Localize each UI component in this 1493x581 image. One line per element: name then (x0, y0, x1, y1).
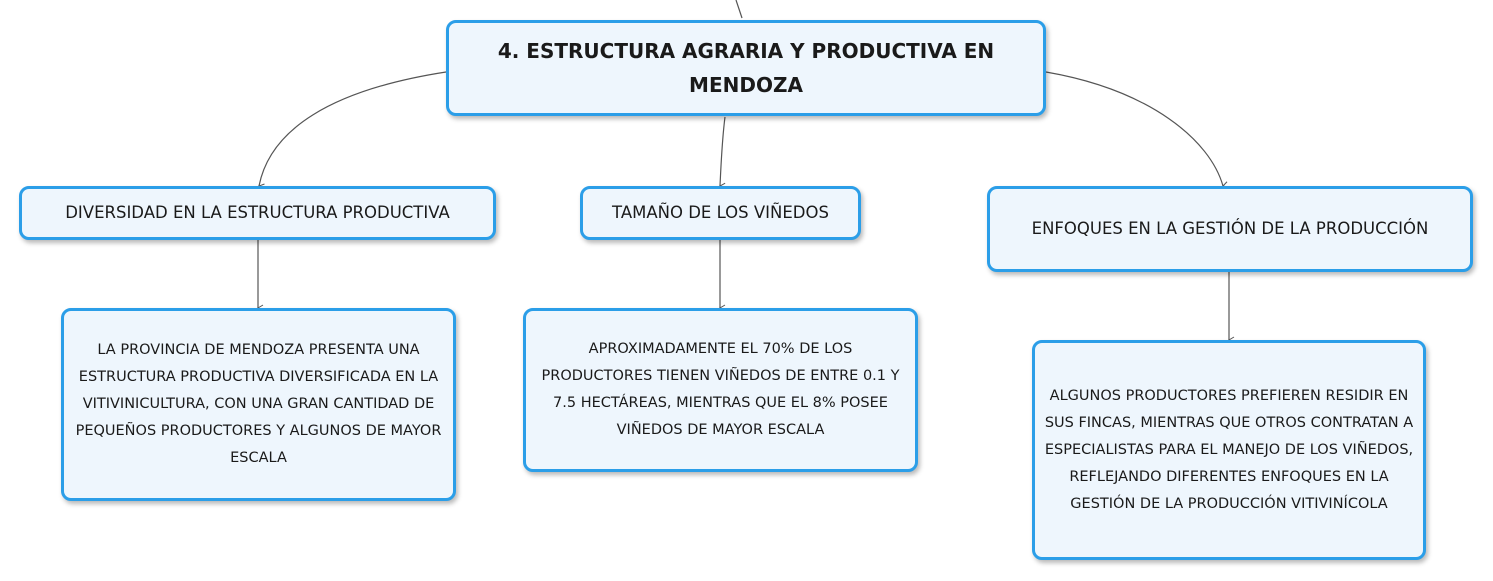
detail-text-tamano: APROXIMADAMENTE EL 70% DE LOS PRODUCTORE… (541, 341, 900, 438)
detail-text-diversidad: LA PROVINCIA DE MENDOZA PRESENTA UNA EST… (75, 342, 442, 466)
topic-node-enfoques[interactable]: ENFOQUES EN LA GESTIÓN DE LA PRODUCCIÓN (987, 186, 1473, 272)
detail-node-diversidad[interactable]: LA PROVINCIA DE MENDOZA PRESENTA UNA EST… (61, 308, 456, 501)
connector-root-to-topic-3 (1045, 71, 1229, 189)
incoming-connector (735, 0, 743, 19)
connector-root-to-topic-2 (719, 116, 726, 190)
detail-text-enfoques: ALGUNOS PRODUCTORES PREFIEREN RESIDIR EN… (1044, 387, 1414, 512)
topic-label-enfoques: ENFOQUES EN LA GESTIÓN DE LA PRODUCCIÓN (1031, 219, 1429, 238)
topic-label-diversidad: DIVERSIDAD EN LA ESTRUCTURA PRODUCTIVA (65, 203, 450, 222)
topic-label-tamano: TAMAÑO DE LOS VIÑEDOS (612, 203, 829, 222)
topic-node-tamano[interactable]: TAMAÑO DE LOS VIÑEDOS (580, 186, 861, 240)
root-topic-node[interactable]: 4. ESTRUCTURA AGRARIA Y PRODUCTIVA EN ME… (446, 20, 1046, 116)
detail-node-tamano[interactable]: APROXIMADAMENTE EL 70% DE LOS PRODUCTORE… (523, 308, 918, 472)
topic-node-diversidad[interactable]: DIVERSIDAD EN LA ESTRUCTURA PRODUCTIVA (19, 186, 496, 240)
detail-node-enfoques[interactable]: ALGUNOS PRODUCTORES PREFIEREN RESIDIR EN… (1032, 340, 1426, 560)
root-topic-title: 4. ESTRUCTURA AGRARIA Y PRODUCTIVA EN ME… (497, 39, 995, 97)
connector-root-to-topic-1 (258, 71, 447, 191)
